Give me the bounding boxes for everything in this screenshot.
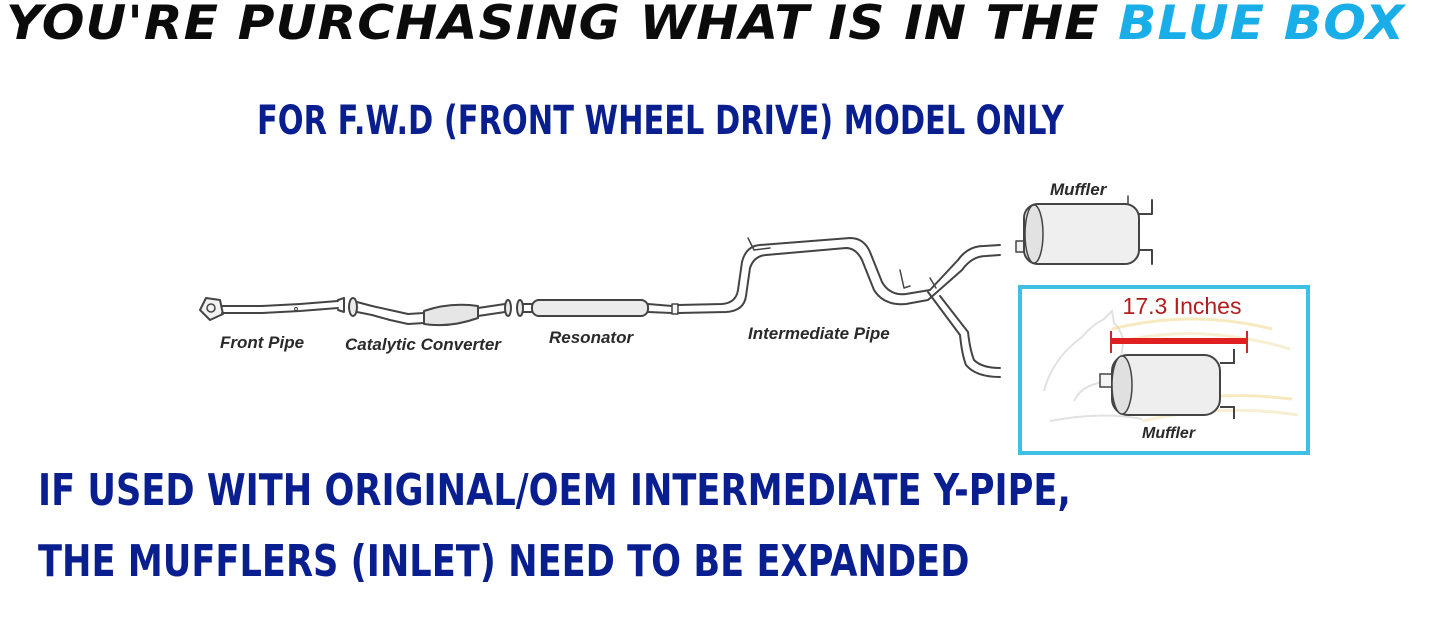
top-muffler-part: [1015, 195, 1153, 265]
notice-line-1: IF USED WITH ORIGINAL/OEM INTERMEDIATE Y…: [38, 465, 1071, 516]
headline: YOU'RE PURCHASING WHAT IS IN THE BLUE BO…: [6, 0, 1445, 54]
fwd-subheading: FOR F.W.D (FRONT WHEEL DRIVE) MODEL ONLY: [257, 98, 1064, 144]
catalytic-converter-part: [348, 297, 524, 327]
headline-prefix: YOU'RE PURCHASING WHAT IS IN THE: [6, 0, 1119, 51]
headline-highlight: BLUE BOX: [1118, 0, 1406, 51]
resonator-label: Resonator: [549, 328, 634, 347]
front-pipe-part: [199, 297, 345, 321]
notice-line-2: THE MUFFLERS (INLET) NEED TO BE EXPANDED: [38, 536, 970, 587]
measurement-bar: [1110, 331, 1248, 353]
box-muffler-part: [1099, 349, 1235, 419]
horse-watermark: [1043, 308, 1143, 422]
catalytic-converter-label: Catalytic Converter: [345, 335, 501, 354]
measurement-label: 17.3 Inches: [1122, 293, 1242, 319]
blue-box-illustration: [1043, 308, 1299, 423]
resonator-part: [522, 299, 679, 317]
intermediate-pipe-part: [677, 237, 1001, 378]
top-muffler-label: Muffler: [1050, 180, 1107, 199]
intermediate-pipe-label: Intermediate Pipe: [748, 324, 890, 343]
front-pipe-label: Front Pipe: [220, 333, 305, 352]
box-muffler-label: Muffler: [1142, 425, 1196, 442]
blue-box: 17.3 Inches Muffler: [1018, 285, 1310, 455]
